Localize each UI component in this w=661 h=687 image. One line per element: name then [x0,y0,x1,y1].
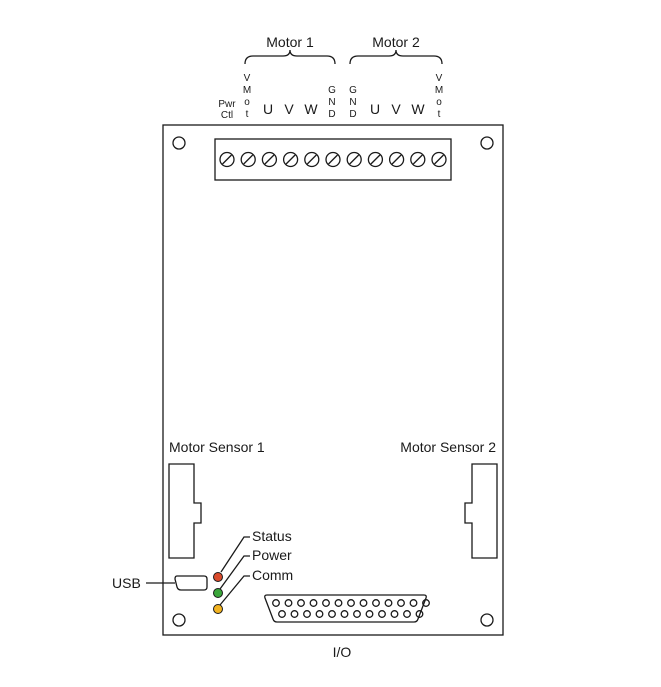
io-label: I/O [333,644,352,660]
motor-sensor-2-connector [464,463,498,559]
motor1-gnd-letter-1: G [328,85,336,96]
motor2-vmot-letter-4: t [438,109,441,120]
terminal-screw [325,151,341,168]
io-pin [384,599,393,607]
terminal-screw [219,151,235,168]
io-pin [297,599,305,607]
motor2-v-label: V [391,101,401,117]
motor1-gnd-letter-2: N [328,97,335,108]
mounting-hole-bottom-right [480,613,494,627]
io-pin [334,599,343,607]
io-pin [372,599,380,607]
io-pin [409,599,418,607]
terminal-screw [388,151,405,168]
motor1-v-label: V [284,101,294,117]
motor1-vmot-letter-3: o [244,97,250,108]
status-led [213,572,223,582]
io-pin [278,610,286,618]
io-pin [359,599,368,607]
motor-sensor-1-connector [168,463,202,559]
io-pin [303,610,311,618]
io-pin [322,599,330,607]
motor2-brace [349,49,443,65]
motor2-label: Motor 2 [372,34,420,50]
io-pin [422,599,430,607]
io-pin [340,610,349,618]
motor1-u-label: U [263,101,273,117]
terminal-screw [240,151,256,168]
terminal-block [214,138,452,181]
motor2-vmot-letter-1: V [436,73,443,84]
motor1-brace [244,49,336,65]
board-outline [162,124,504,636]
motor1-vmot-letter-4: t [246,109,249,120]
mounting-hole-top-left [172,136,186,150]
status-leader-line [220,536,250,573]
terminal-screw [261,151,278,168]
io-pin [390,610,399,618]
io-pin [309,599,318,607]
terminal-screw [304,151,320,168]
pwr-ctl-label-line1: Pwr [218,99,236,110]
motor2-vmot-letter-2: M [435,85,443,96]
motor1-label: Motor 1 [266,34,314,50]
usb-connector [174,575,208,591]
motor1-gnd-letter-3: D [328,109,335,120]
terminal-labels: Pwr Ctl V M o t U V W G N D G N D U V W … [218,73,443,121]
status-label: Status [252,528,292,544]
motor-sensor-1-label: Motor Sensor 1 [169,439,265,455]
motor2-vmot-letter-3: o [436,97,442,108]
io-pin [284,599,293,607]
motor2-gnd-letter-2: N [349,97,356,108]
terminal-screw [346,151,362,168]
io-pin [378,610,386,618]
mounting-hole-bottom-left [172,613,186,627]
io-pin [353,610,361,618]
io-pin [415,610,424,618]
io-pin [290,610,299,618]
usb-label: USB [112,575,141,591]
motor1-vmot-letter-2: M [243,85,251,96]
io-pin [272,599,280,607]
io-pin [347,599,355,607]
motor2-gnd-letter-1: G [349,85,357,96]
power-label: Power [252,547,292,563]
io-pin [315,610,324,618]
terminal-screw [410,151,426,168]
comm-leader-line [219,575,250,606]
motor-sensor-2-label: Motor Sensor 2 [400,439,496,455]
power-leader-line [219,555,250,590]
comm-led [213,604,223,614]
motor2-u-label: U [370,101,380,117]
power-led [213,588,223,598]
terminal-screw [367,151,384,168]
mounting-hole-top-right [480,136,494,150]
terminal-screws [219,151,447,168]
terminal-screw [431,151,447,168]
motor1-vmot-letter-1: V [244,73,251,84]
io-pin [403,610,411,618]
io-connector-shell [264,594,427,623]
io-connector-pins [272,599,430,618]
io-pin [328,610,336,618]
io-pin [397,599,405,607]
io-pin [365,610,374,618]
terminal-screw [282,151,299,168]
motor2-w-label: W [411,101,425,117]
pwr-ctl-label-line2: Ctl [221,110,233,121]
motor1-w-label: W [304,101,318,117]
motor2-gnd-letter-3: D [349,109,356,120]
comm-label: Comm [252,567,293,583]
